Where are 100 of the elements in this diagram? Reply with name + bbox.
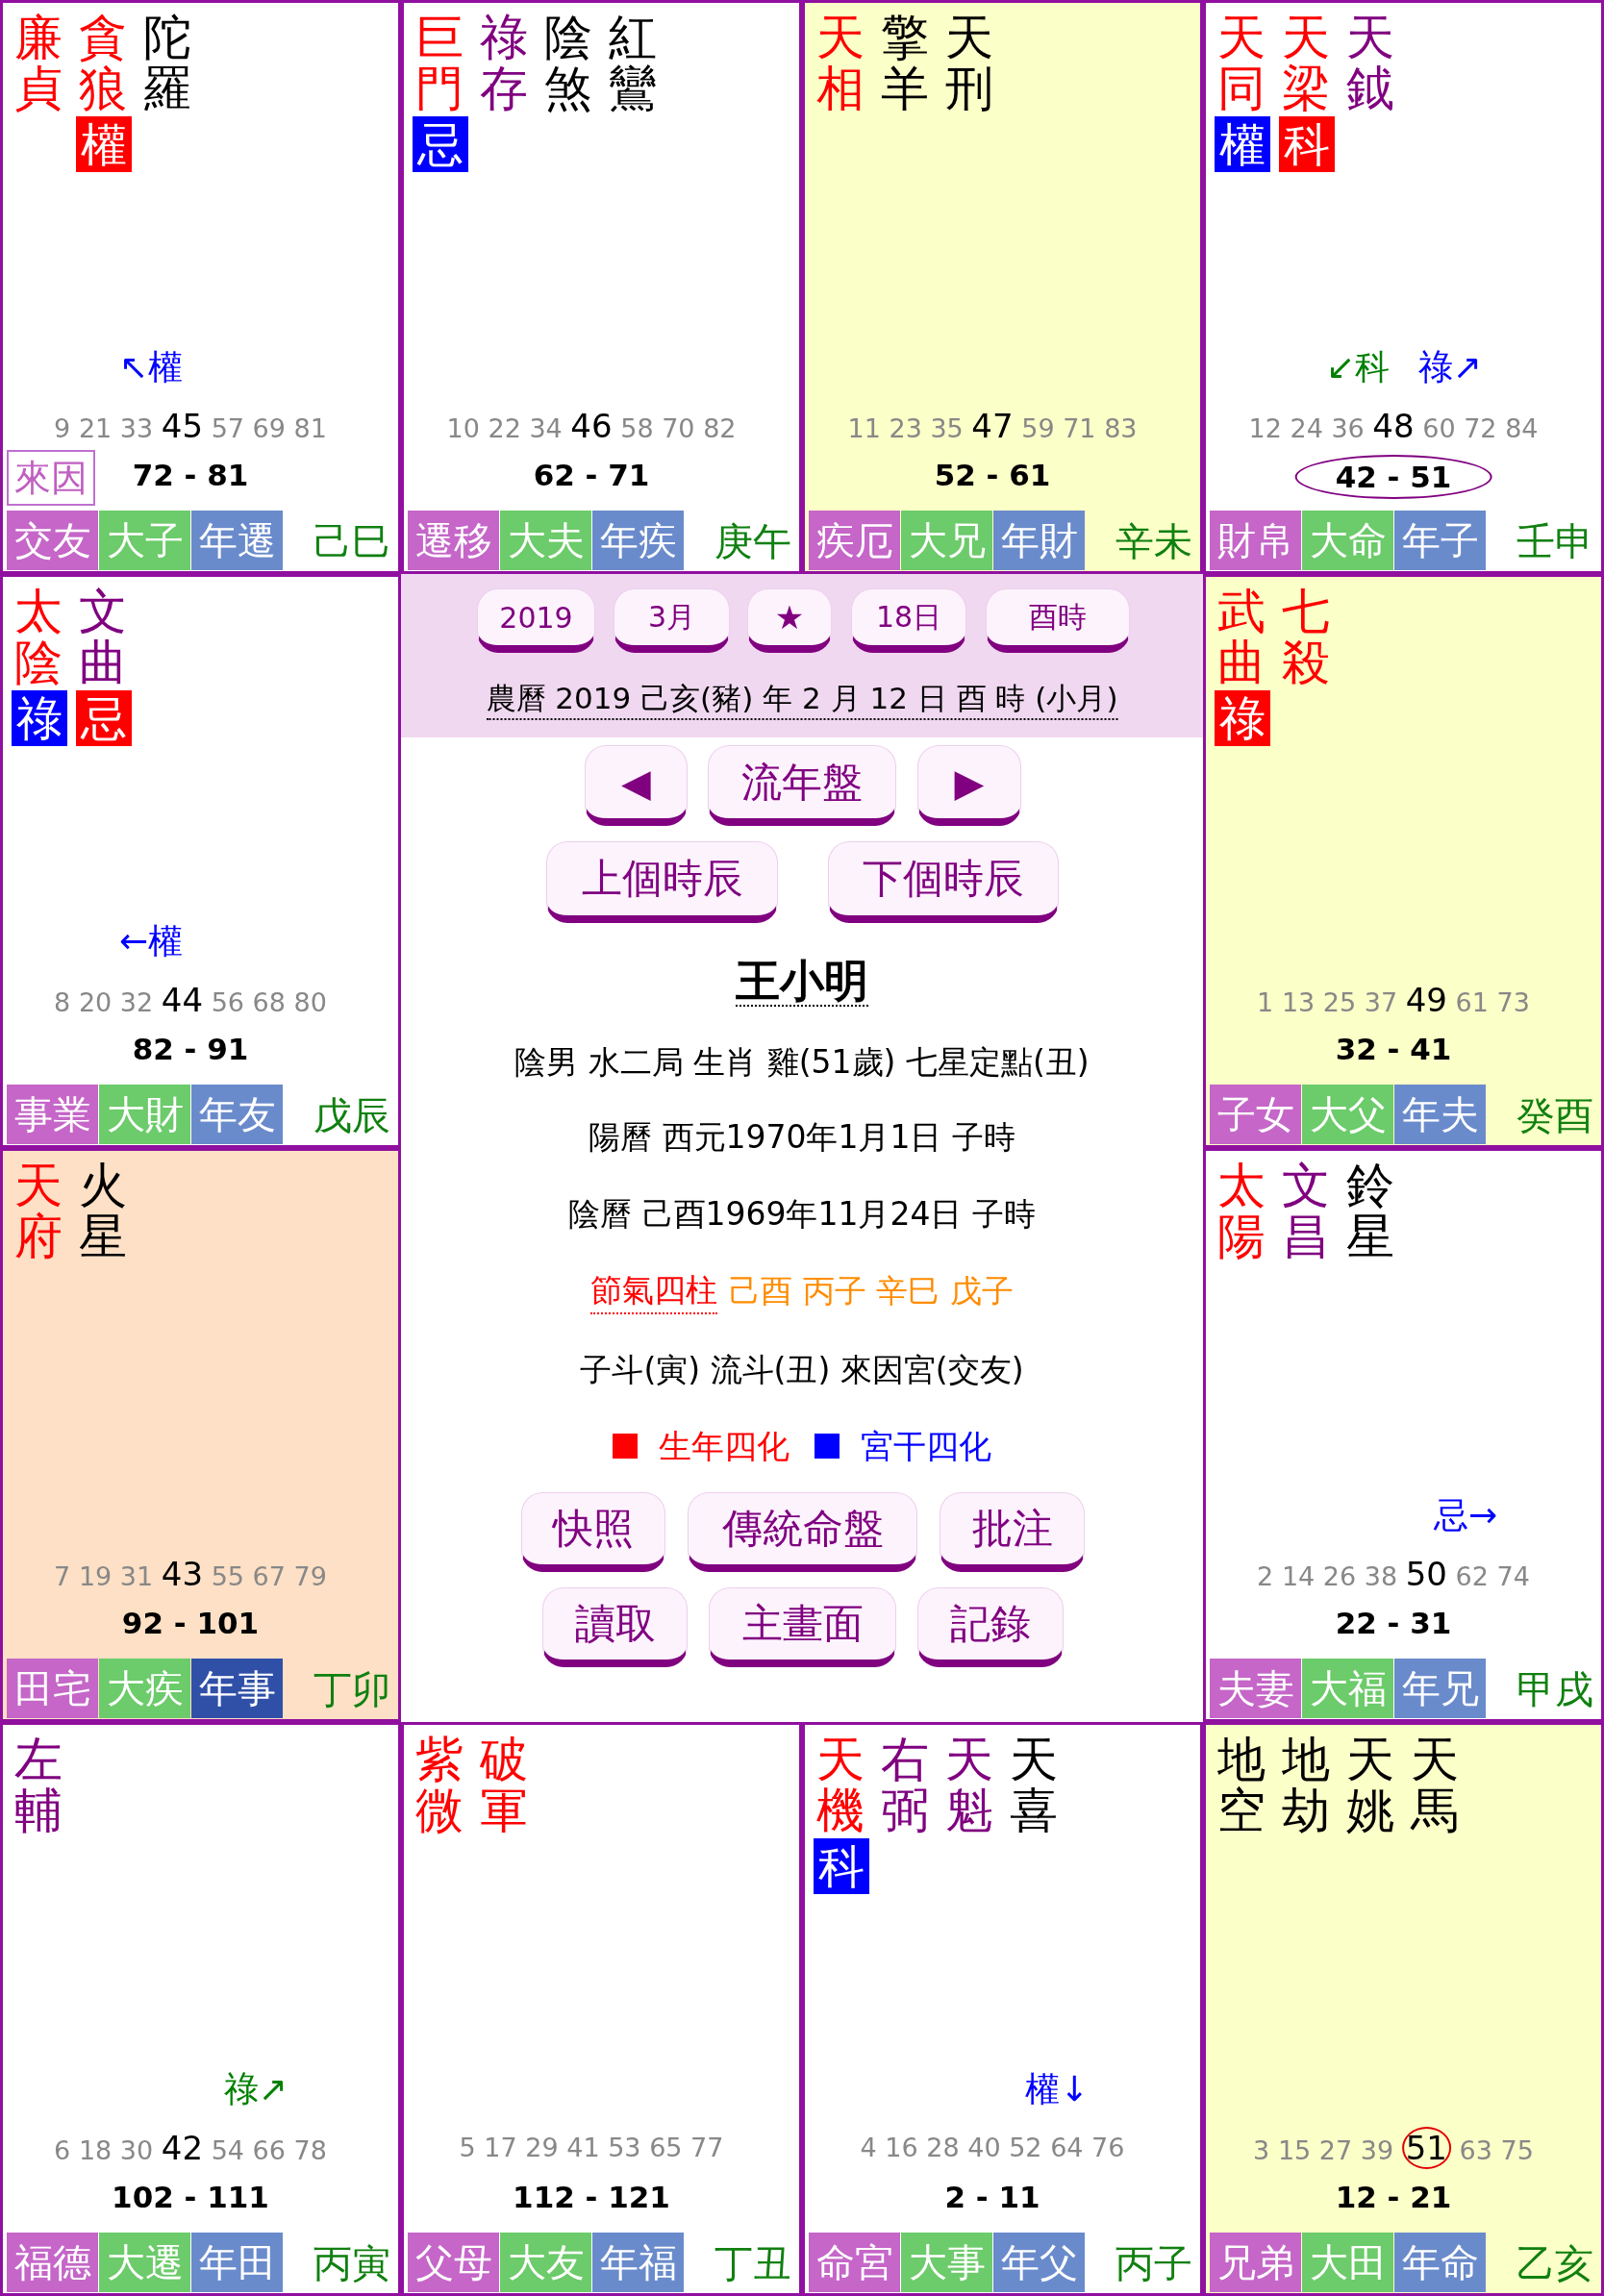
decade-range: 112 - 121 — [513, 2179, 670, 2216]
profile-text: 陰男 水二局 生肖 雞(51歲) 七星定點(丑) — [514, 1042, 1090, 1083]
star-name: 天姚 — [1346, 1734, 1395, 1836]
star-name: 貪狼 — [79, 12, 128, 114]
star-name: 左輔 — [14, 1734, 63, 1836]
decade-range: 52 - 61 — [934, 457, 1051, 494]
transform-badge: 科 — [814, 1838, 869, 1894]
palace-cell — [401, 1722, 802, 2296]
star-name: 天馬 — [1411, 1734, 1460, 1836]
legend-text: 生年四化 — [659, 1426, 789, 1467]
palace-tag: 年財 — [993, 511, 1085, 570]
palace-tag: 交友 — [7, 511, 98, 570]
age-numbers: 7 19 31 43 55 67 79 — [54, 1554, 327, 1595]
star-name: 天同 — [1217, 12, 1266, 114]
palace-tag: 大命 — [1302, 511, 1393, 570]
age-numbers: 9 21 33 45 57 69 81 — [54, 406, 327, 447]
star-name: 天魁 — [945, 1734, 994, 1836]
menu-button: 記錄 — [917, 1587, 1064, 1667]
date-button: 18日 — [851, 588, 966, 653]
palace-tag: 年事 — [191, 1659, 283, 1718]
transform-arrow-text: 祿↗ — [1417, 346, 1483, 388]
star-name: 破軍 — [480, 1734, 529, 1836]
mode-button: 流年盤 — [708, 745, 896, 826]
decade-range: 12 - 21 — [1335, 2179, 1452, 2216]
palace-tag: 子女 — [1210, 1085, 1301, 1144]
decade-range: 92 - 101 — [121, 1605, 260, 1642]
palace-cell — [401, 0, 802, 574]
decade-range: 2 - 11 — [944, 2179, 1040, 2216]
star-name: 地劫 — [1282, 1734, 1331, 1836]
person-name: 王小明 — [736, 957, 868, 1007]
decade-range: 102 - 111 — [112, 2179, 269, 2216]
palace-tag: 夫妻 — [1210, 1659, 1301, 1718]
age-numbers: 4 16 28 40 52 64 76 — [860, 2132, 1125, 2164]
age-numbers: 5 17 29 41 53 65 77 — [459, 2132, 724, 2164]
stem-branch: 壬申 — [1516, 518, 1593, 565]
favorite-button: ★ — [747, 588, 832, 653]
star-name: 地空 — [1217, 1734, 1266, 1836]
palace-tag: 財帛 — [1210, 511, 1301, 570]
star-name: 武曲 — [1217, 586, 1266, 688]
date-button: 酉時 — [986, 588, 1130, 653]
palace-tag: 年兄 — [1394, 1659, 1486, 1718]
palace-cell — [1203, 1148, 1604, 1722]
transform-badge: 忌 — [413, 116, 468, 172]
star-name: 天機 — [816, 1734, 865, 1836]
date-button: 2019 — [477, 588, 595, 653]
palace-tag: 年夫 — [1394, 1085, 1486, 1144]
stem-branch: 丙子 — [1115, 2240, 1192, 2287]
palace-cell — [0, 1722, 401, 2296]
palace-tag: 年子 — [1394, 511, 1486, 570]
decade-range: 72 - 81 — [132, 457, 249, 494]
age-numbers: 3 15 27 39 51 63 75 — [1253, 2127, 1534, 2171]
palace-tag: 大夫 — [500, 511, 591, 570]
star-name: 天鉞 — [1346, 12, 1395, 114]
palace-tag: 大福 — [1302, 1659, 1393, 1718]
palace-tag: 年父 — [993, 2233, 1085, 2292]
stem-branch: 庚午 — [714, 518, 791, 565]
solar-date-text: 陽曆 西元1970年1月1日 子時 — [589, 1117, 1015, 1158]
palace-tag: 疾厄 — [809, 511, 900, 570]
star-name: 太陰 — [14, 586, 63, 688]
palace-tag: 年疾 — [592, 511, 684, 570]
stem-branch: 甲戌 — [1516, 1666, 1593, 1713]
age-numbers: 2 14 26 38 50 62 74 — [1257, 1554, 1530, 1595]
age-numbers: 6 18 30 42 54 66 78 — [54, 2128, 327, 2169]
age-numbers: 1 13 25 37 49 61 73 — [1257, 980, 1530, 1021]
prev-hour-button: 上個時辰 — [546, 841, 778, 923]
transform-arrow-text: 忌→ — [1433, 1494, 1498, 1536]
transform-arrow-text: ↖權 — [118, 346, 184, 388]
palace-tag: 年福 — [592, 2233, 684, 2292]
legend-text: 宮干四化 — [861, 1426, 991, 1467]
star-name: 陰煞 — [544, 12, 593, 114]
next-hour-button: 下個時辰 — [828, 841, 1059, 923]
star-name: 陀羅 — [143, 12, 192, 114]
menu-button: 快照 — [521, 1492, 665, 1572]
lunar-birth-text: 陰曆 己酉1969年11月24日 子時 — [568, 1194, 1036, 1235]
palace-tag: 大友 — [500, 2233, 591, 2292]
transform-arrow-text: ↙科 — [1325, 346, 1391, 388]
decade-range: 62 - 71 — [533, 457, 650, 494]
transform-badge: 權 — [76, 116, 132, 172]
menu-button: 讀取 — [542, 1587, 688, 1667]
palace-tag: 福德 — [7, 2233, 98, 2292]
menu-button: 批注 — [940, 1492, 1085, 1572]
prev-button: ◀ — [585, 745, 688, 826]
palace-tag: 兄弟 — [1210, 2233, 1301, 2292]
palace-tag: 大田 — [1302, 2233, 1393, 2292]
decade-range: 82 - 91 — [132, 1031, 249, 1068]
palace-cell — [1203, 1722, 1604, 2296]
star-name: 擎羊 — [881, 12, 930, 114]
palace-cell — [0, 0, 401, 574]
palace-tag: 遷移 — [408, 511, 499, 570]
lunar-date-text: 農曆 2019 己亥(豬) 年 2 月 12 日 酉 時 (小月) — [486, 678, 1118, 720]
palace-tag: 大財 — [99, 1085, 190, 1144]
stem-branch: 丙寅 — [313, 2240, 390, 2287]
star-name: 天梁 — [1282, 12, 1331, 114]
menu-button: 主畫面 — [709, 1587, 896, 1667]
palace-cell — [0, 574, 401, 1148]
decade-range: 42 - 51 — [1294, 455, 1492, 499]
date-button: 3月 — [614, 588, 730, 653]
palace-cell — [802, 1722, 1203, 2296]
star-name: 七殺 — [1282, 586, 1331, 688]
transform-arrow-text: 權↓ — [1024, 2068, 1090, 2110]
